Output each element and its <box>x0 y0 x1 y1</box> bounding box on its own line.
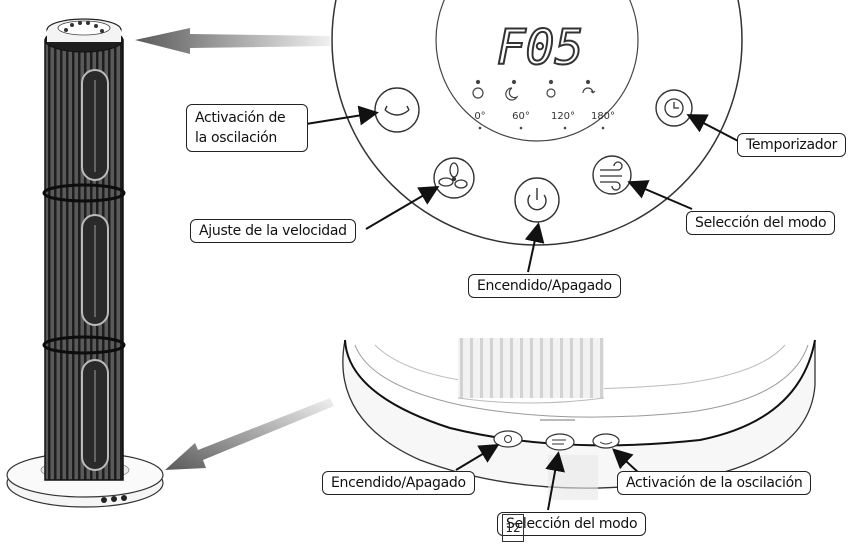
fan-mode-icon <box>472 87 484 99</box>
timer-button[interactable] <box>655 89 693 127</box>
mode-icons <box>472 79 596 101</box>
label-mode-bottom: Selección del modo <box>497 512 647 536</box>
label-mode-top: Selección del modo <box>686 211 836 235</box>
fan-blade-icon <box>438 162 468 189</box>
oscillation-icon <box>599 441 613 445</box>
label-speed: Ajuste de la velocidad <box>190 219 356 243</box>
label-oscillation-bottom: Activación de la oscilación <box>617 471 812 495</box>
label-power-bottom: Encendido/Apagado <box>322 471 475 495</box>
power-button[interactable] <box>514 177 560 223</box>
power-icon <box>504 435 512 443</box>
wind-icon <box>600 161 623 191</box>
power-icon <box>527 194 547 211</box>
base-oscillation-button[interactable] <box>592 433 620 449</box>
tower-fan <box>6 18 164 508</box>
page-number: 12 <box>502 514 524 542</box>
top-control-panel: F05 <box>331 0 745 246</box>
base-mode-button[interactable] <box>545 433 575 451</box>
angle-180: 180° <box>591 111 615 122</box>
rotate-icon <box>582 87 594 94</box>
mode-button[interactable] <box>592 155 632 195</box>
wind-icon <box>552 439 566 445</box>
label-timer: Temporizador <box>737 133 847 157</box>
oscillation-button[interactable] <box>374 87 420 133</box>
arrow-to-base-panel <box>165 398 334 470</box>
natural-wind-icon <box>546 88 556 98</box>
angle-0: 0° <box>474 111 485 122</box>
angle-60: 60° <box>512 111 530 122</box>
base-power-button[interactable] <box>493 430 523 448</box>
arrow-to-top-panel <box>135 28 330 54</box>
label-oscillation-top: Activación de la oscilación <box>186 104 308 152</box>
angle-120: 120° <box>551 111 575 122</box>
sleep-icon <box>505 87 519 101</box>
oscillation-icon <box>384 109 410 116</box>
clock-icon <box>664 98 684 118</box>
base-control-panel <box>342 338 816 500</box>
display-digits: F05 <box>497 20 584 76</box>
speed-button[interactable] <box>433 157 475 199</box>
label-power-top: Encendido/Apagado <box>468 274 621 298</box>
